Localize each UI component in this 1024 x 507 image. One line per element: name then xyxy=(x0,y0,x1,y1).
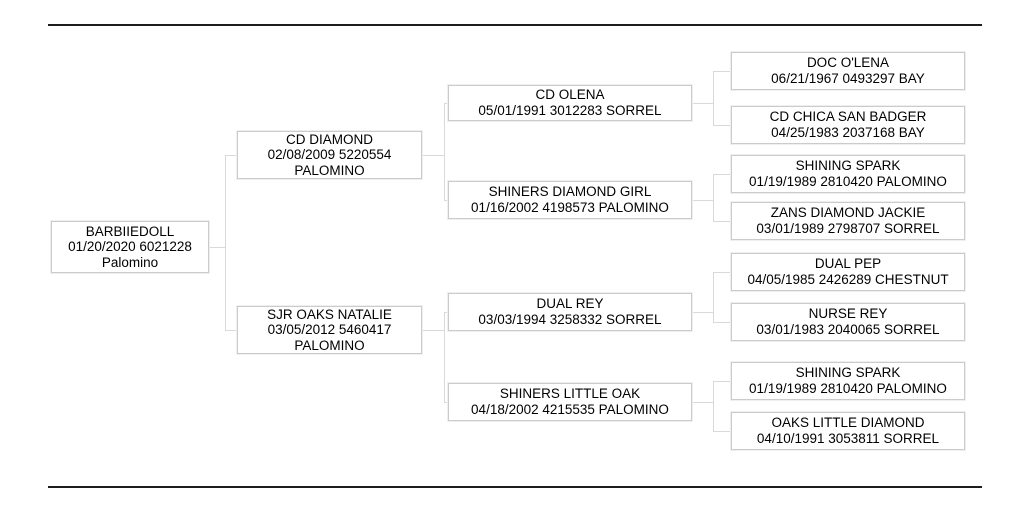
connector-g4-8-stub xyxy=(713,431,731,432)
connector-gen2-vertical xyxy=(225,155,226,331)
horse-details: 03/01/1983 2040065 SORREL xyxy=(756,322,940,337)
connector-gen2-sire-stub xyxy=(225,155,237,156)
connector-g3d-stub xyxy=(444,402,448,403)
horse-color: PALOMINO xyxy=(294,162,365,178)
horse-registration: 03/05/2012 5460417 xyxy=(267,322,392,338)
pedigree-box-great-grandparent-4: ZANS DIAMOND JACKIE 03/01/1989 2798707 S… xyxy=(731,202,965,240)
connector-g4-3-stub xyxy=(713,174,731,175)
pedigree-box-grandparent-4: SHINERS LITTLE OAK 04/18/2002 4215535 PA… xyxy=(448,383,692,421)
horse-name: CD OLENA xyxy=(535,87,605,102)
connector-g4-4-stub xyxy=(713,221,731,222)
pedigree-box-grandparent-3: DUAL REY 03/03/1994 3258332 SORREL xyxy=(448,293,692,331)
connector-gen4-vertical-4 xyxy=(713,381,714,432)
horse-name: ZANS DIAMOND JACKIE xyxy=(770,205,926,220)
pedigree-box-great-grandparent-1: DOC O'LENA 06/21/1967 0493297 BAY xyxy=(731,52,965,90)
horse-name: SHINERS LITTLE OAK xyxy=(499,386,641,401)
connector-g3c-out-stub xyxy=(692,312,713,313)
pedigree-box-great-grandparent-2: CD CHICA SAN BADGER 04/25/1983 2037168 B… xyxy=(731,106,965,144)
connector-g3d-out-stub xyxy=(692,402,713,403)
horse-registration: 02/08/2009 5220554 xyxy=(267,147,392,163)
pedigree-box-grandparent-1: CD OLENA 05/01/1991 3012283 SORREL xyxy=(448,85,692,121)
pedigree-box-great-grandparent-8: OAKS LITTLE DIAMOND 04/10/1991 3053811 S… xyxy=(731,412,965,450)
connector-g4-1-stub xyxy=(713,71,731,72)
horse-name: OAKS LITTLE DIAMOND xyxy=(771,415,925,430)
pedigree-box-sire: CD DIAMOND 02/08/2009 5220554 PALOMINO xyxy=(237,131,422,179)
horse-name: DUAL REY xyxy=(536,296,604,311)
horse-name: BARBIIEDOLL xyxy=(85,223,175,239)
horse-name: NURSE REY xyxy=(808,306,888,321)
connector-gen3-bottom-vertical xyxy=(444,312,445,403)
pedigree-box-great-grandparent-7: SHINING SPARK 01/19/1989 2810420 PALOMIN… xyxy=(731,362,965,400)
connector-g3b-out-stub xyxy=(692,200,713,201)
connector-g2b-out-stub xyxy=(422,330,444,331)
connector-g3c-stub xyxy=(444,312,448,313)
horse-name: CD DIAMOND xyxy=(286,131,373,147)
horse-details: 01/16/2002 4198573 PALOMINO xyxy=(471,200,669,215)
connector-g4-7-stub xyxy=(713,381,731,382)
connector-gen2-dam-stub xyxy=(225,330,237,331)
pedigree-box-grandparent-2: SHINERS DIAMOND GIRL 01/16/2002 4198573 … xyxy=(448,181,692,219)
connector-g3b-stub xyxy=(444,200,448,201)
horse-name: SJR OAKS NATALIE xyxy=(267,306,392,322)
horse-details: 04/25/1983 2037168 BAY xyxy=(771,125,925,140)
pedigree-box-dam: SJR OAKS NATALIE 03/05/2012 5460417 PALO… xyxy=(237,306,422,354)
horse-details: 01/19/1989 2810420 PALOMINO xyxy=(749,174,947,189)
horse-details: 06/21/1967 0493297 BAY xyxy=(771,71,925,86)
horse-name: DUAL PEP xyxy=(814,256,882,271)
pedigree-box-great-grandparent-3: SHINING SPARK 01/19/1989 2810420 PALOMIN… xyxy=(731,155,965,193)
connector-gen4-vertical-2 xyxy=(713,174,714,222)
horse-details: 04/05/1985 2426289 CHESTNUT xyxy=(747,272,949,287)
connector-g4-2-stub xyxy=(713,125,731,126)
horse-name: CD CHICA SAN BADGER xyxy=(769,109,927,124)
connector-root-stub xyxy=(209,247,225,248)
bottom-rule xyxy=(48,486,982,488)
horse-details: 01/19/1989 2810420 PALOMINO xyxy=(749,381,947,396)
connector-g4-6-stub xyxy=(713,322,731,323)
top-rule xyxy=(48,24,982,26)
pedigree-box-great-grandparent-5: DUAL PEP 04/05/1985 2426289 CHESTNUT xyxy=(731,253,965,291)
horse-details: 04/10/1991 3053811 SORREL xyxy=(756,431,940,446)
horse-color: PALOMINO xyxy=(294,337,365,353)
pedigree-box-great-grandparent-6: NURSE REY 03/01/1983 2040065 SORREL xyxy=(731,303,965,341)
connector-g4-5-stub xyxy=(713,272,731,273)
horse-details: 04/18/2002 4215535 PALOMINO xyxy=(471,402,669,417)
horse-details: 03/01/1989 2798707 SORREL xyxy=(756,221,940,236)
pedigree-box-subject: BARBIIEDOLL 01/20/2020 6021228 Palomino xyxy=(51,221,209,273)
connector-g3a-stub xyxy=(444,103,448,104)
horse-color: Palomino xyxy=(101,254,159,270)
horse-registration: 01/20/2020 6021228 xyxy=(68,239,192,255)
horse-name: DOC O'LENA xyxy=(806,55,890,70)
horse-name: SHINERS DIAMOND GIRL xyxy=(488,184,652,199)
horse-details: 05/01/1991 3012283 SORREL xyxy=(478,103,662,118)
connector-gen4-vertical-1 xyxy=(713,71,714,126)
horse-details: 03/03/1994 3258332 SORREL xyxy=(478,312,662,327)
connector-g2a-out-stub xyxy=(422,155,444,156)
connector-g3a-out-stub xyxy=(692,103,713,104)
connector-gen4-vertical-3 xyxy=(713,272,714,323)
connector-gen3-top-vertical xyxy=(444,103,445,201)
horse-name: SHINING SPARK xyxy=(795,365,901,380)
horse-name: SHINING SPARK xyxy=(795,158,901,173)
